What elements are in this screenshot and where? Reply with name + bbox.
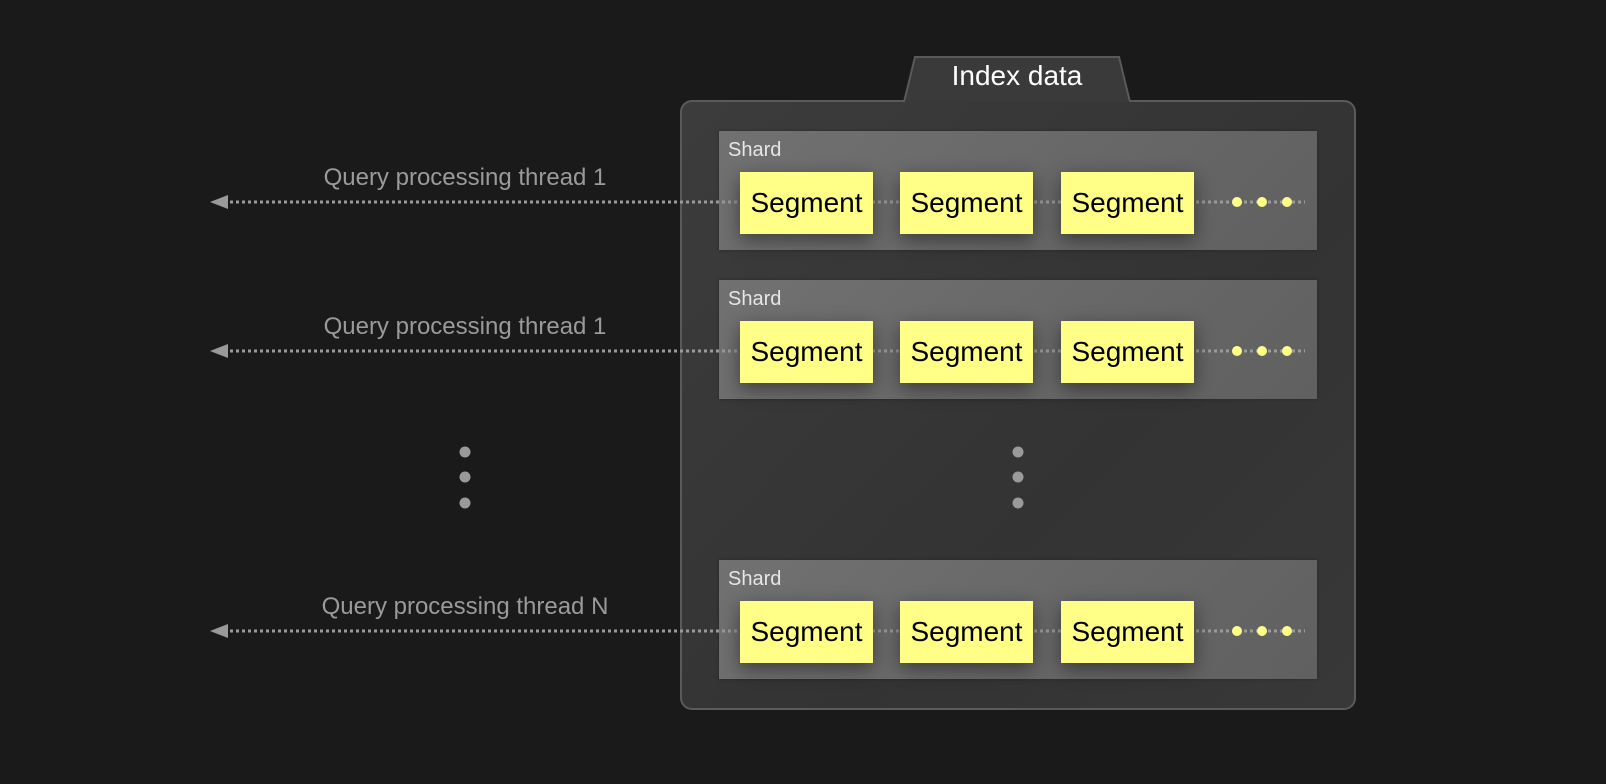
segment: Segment: [900, 601, 1033, 663]
thread-label: Query processing thread 1: [323, 313, 607, 340]
thread-label: Query processing thread N: [321, 593, 609, 620]
segment: Segment: [1061, 321, 1194, 383]
ellipsis-dot: [459, 446, 471, 458]
segment: Segment: [740, 601, 873, 663]
index-data-tab: [903, 56, 1131, 102]
shard-label: Shard: [728, 288, 782, 310]
thread-label: Query processing thread 1: [323, 164, 607, 191]
index-data-title: Index data: [951, 60, 1083, 91]
ellipsis-dot: [459, 471, 471, 483]
shard-label: Shard: [728, 139, 782, 161]
segment: Segment: [900, 321, 1033, 383]
segment: Segment: [1061, 601, 1194, 663]
shard-label: Shard: [728, 568, 782, 590]
segment: Segment: [900, 172, 1033, 234]
segment: Segment: [740, 321, 873, 383]
arrow-head-icon: [210, 344, 228, 358]
segment: Segment: [1061, 172, 1194, 234]
segment: Segment: [740, 172, 873, 234]
arrow-head-icon: [210, 195, 228, 209]
ellipsis-dot: [459, 497, 471, 509]
arrow-head-icon: [210, 624, 228, 638]
